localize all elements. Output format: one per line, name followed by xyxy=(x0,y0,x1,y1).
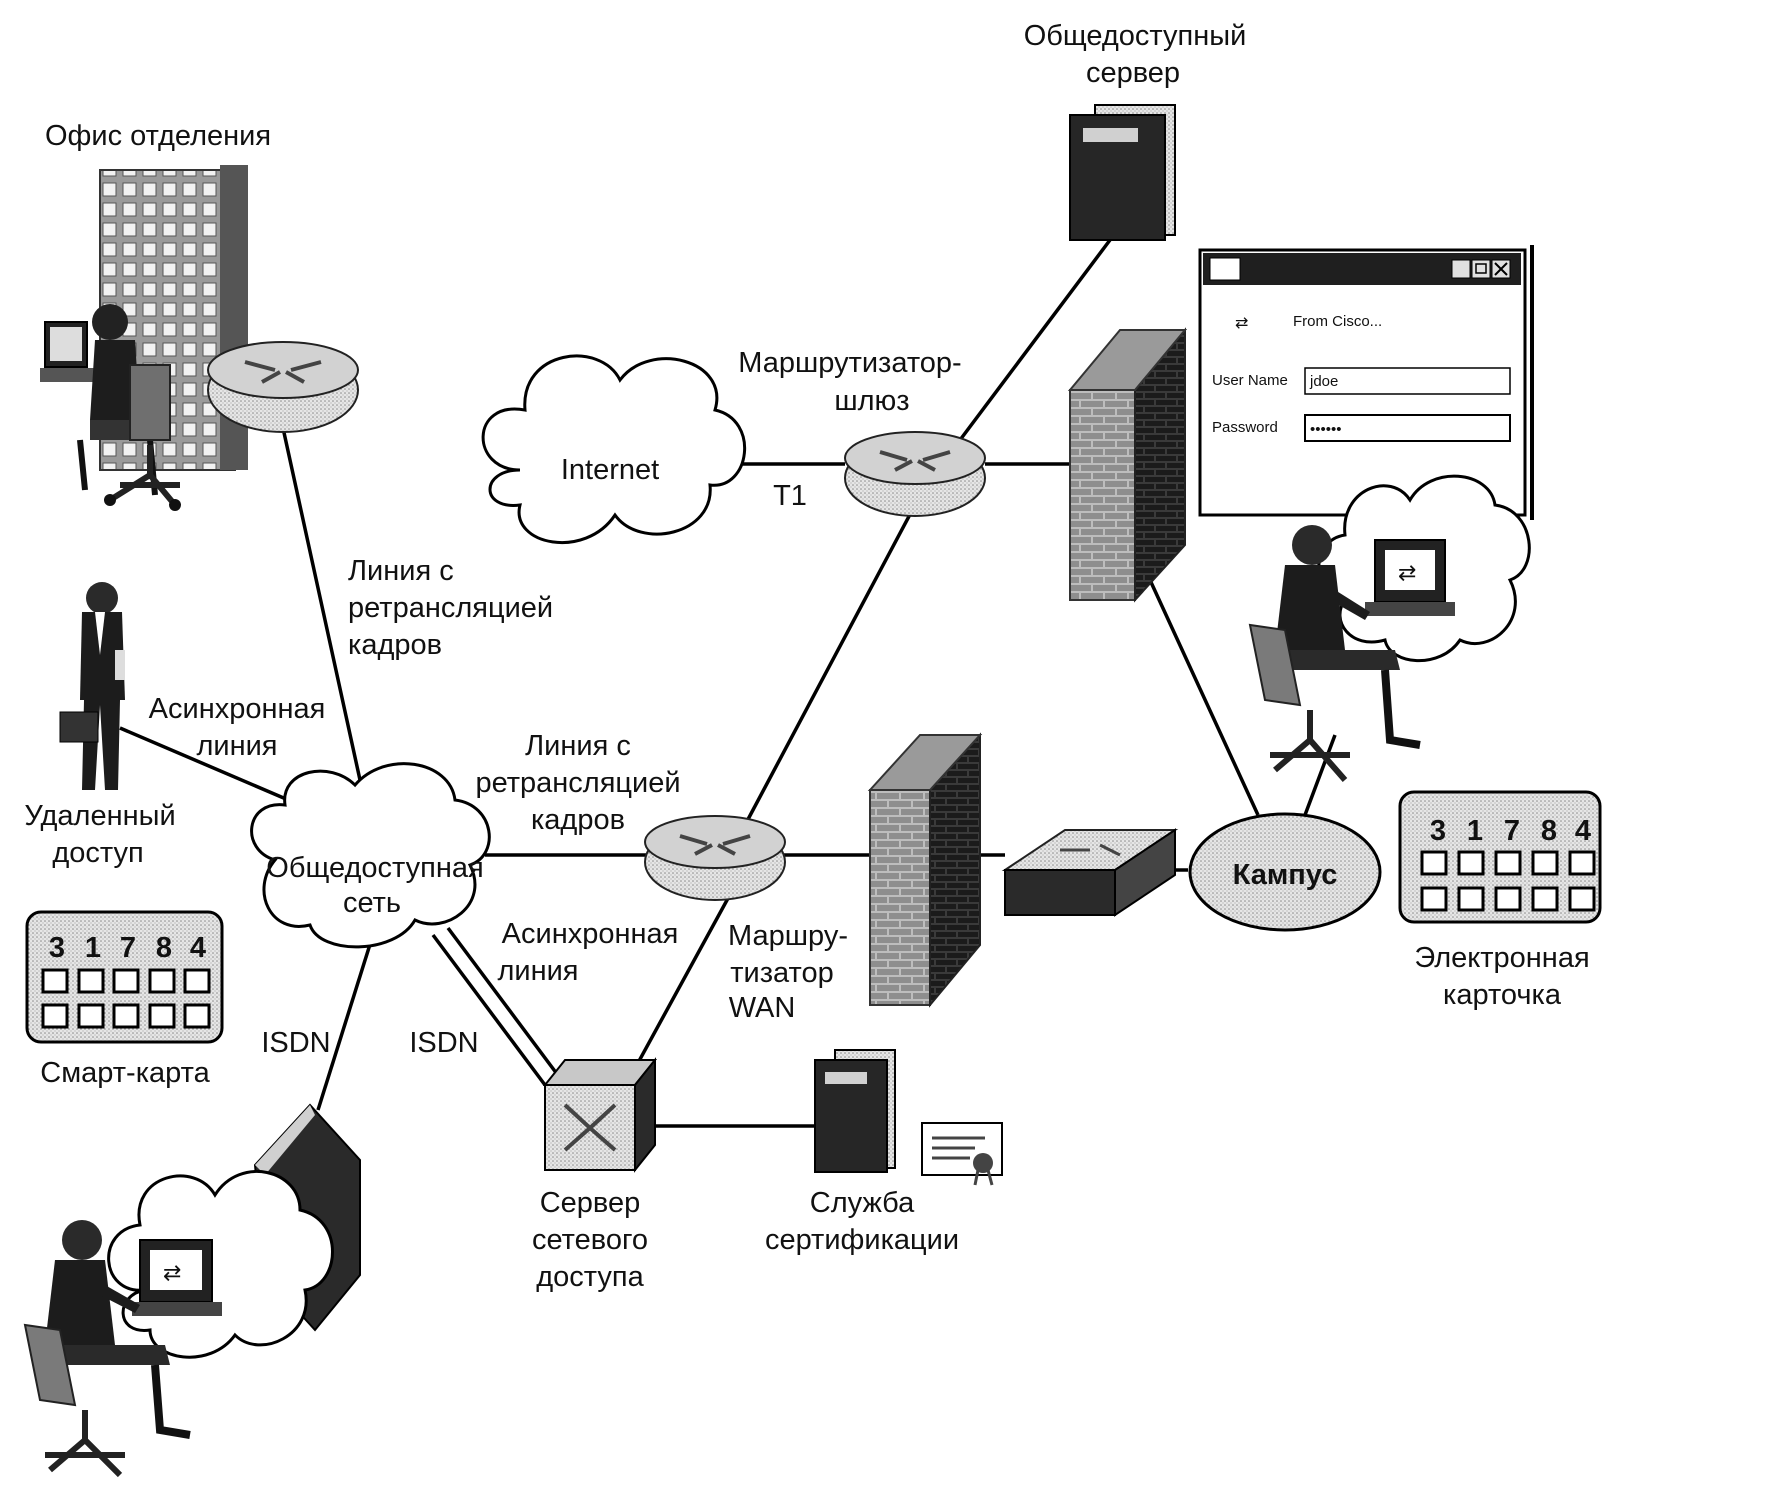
frame-relay-2-label-1: Линия с xyxy=(525,730,631,762)
public-server-label-1: Общедоступный xyxy=(1024,20,1247,52)
login-password-field[interactable] xyxy=(1304,414,1511,442)
firewall-bottom xyxy=(867,732,983,1008)
cert-server xyxy=(814,1049,896,1173)
login-user-value: jdoe xyxy=(1309,373,1338,390)
frame-relay-1-label-2: ретрансляцией xyxy=(348,592,553,624)
link-public-network-isdn-user xyxy=(316,937,374,1111)
login-window: ⇄ From Cisco... User Name jdoe Password … xyxy=(1198,245,1534,520)
campus-ellipse: Кампус xyxy=(1188,812,1382,932)
link-public-network-nas-1 xyxy=(431,933,547,1087)
link-public-network-nas-2 xyxy=(446,926,562,1080)
gateway-router-label-1: Маршрутизатор- xyxy=(738,347,961,379)
link-remote-public-network xyxy=(119,726,301,807)
network-access-server xyxy=(542,1057,658,1173)
smart-card-label: Смарт-карта xyxy=(40,1057,210,1089)
wan-router xyxy=(644,815,786,901)
login-password-label: Password xyxy=(1212,419,1278,436)
briefcase-icon xyxy=(59,711,99,743)
cert-service-label-2: сертификации xyxy=(765,1224,959,1256)
public-network-cloud: Общедоступная сеть xyxy=(250,762,491,949)
wan-router-label-1: Маршру- xyxy=(728,920,848,952)
isdn-user xyxy=(23,1220,191,1478)
isdn-user-cloud: ⇄ xyxy=(107,1170,334,1359)
link-gateway-public-server xyxy=(958,238,1112,442)
token-card-label-2: карточка xyxy=(1443,979,1562,1011)
internet-label: Internet xyxy=(561,454,659,486)
login-user-label: User Name xyxy=(1212,372,1288,389)
link-firewall-top-campus xyxy=(1148,579,1260,816)
gateway-router-label-2: шлюз xyxy=(834,385,909,417)
isdn-1-label: ISDN xyxy=(261,1027,330,1059)
remote-access-label-2: доступ xyxy=(52,837,143,869)
wan-router-label-2: тизатор xyxy=(730,957,833,989)
smart-card-digit-1: 3 xyxy=(49,932,65,964)
frame-relay-2-label-3: кадров xyxy=(531,804,625,836)
smart-card-digit-4: 8 xyxy=(156,932,172,964)
certificate-icon xyxy=(921,1122,1003,1186)
cisco-screen-icon-2: ⇄ xyxy=(163,1260,181,1285)
login-password-value: •••••• xyxy=(1310,421,1342,438)
isdn-2-label: ISDN xyxy=(409,1027,478,1059)
nas-label-1: Сервер xyxy=(540,1187,641,1219)
token-card-digit-1: 3 xyxy=(1430,815,1446,847)
login-from-text: From Cisco... xyxy=(1293,313,1382,330)
campus-label: Кампус xyxy=(1233,859,1338,891)
public-network-label-1: Общедоступная xyxy=(266,852,483,884)
firewall-top xyxy=(1067,327,1188,603)
smart-card-digit-3: 7 xyxy=(120,932,136,964)
branch-office-label: Офис отделения xyxy=(45,120,271,152)
link-wan-router-nas xyxy=(631,879,740,1073)
public-server-label-2: сервер xyxy=(1086,57,1180,89)
token-card-label-1: Электронная xyxy=(1414,942,1589,974)
link-campus-user xyxy=(1303,734,1337,816)
cisco-logo-icon: ⇄ xyxy=(1235,315,1248,332)
internet-cloud: Internet xyxy=(481,354,747,545)
window-maximize-button[interactable] xyxy=(1471,259,1491,279)
nas-label-2: сетевого xyxy=(532,1224,648,1256)
smart-card-digit-2: 1 xyxy=(85,932,101,964)
frame-relay-2-label-2: ретрансляцией xyxy=(475,767,680,799)
public-server xyxy=(1069,104,1176,241)
link-branch-public-network xyxy=(281,427,362,781)
public-network-label-2: сеть xyxy=(343,887,401,919)
frame-relay-1-label-3: кадров xyxy=(348,629,442,661)
frame-relay-1-label-1: Линия с xyxy=(348,555,454,587)
async-line-1-label-2: линия xyxy=(196,730,277,762)
t1-label: T1 xyxy=(773,480,807,512)
login-user-field[interactable] xyxy=(1304,367,1511,395)
campus-switch xyxy=(1001,828,1179,917)
link-gateway-wan-router xyxy=(743,504,917,826)
remote-access-label-1: Удаленный xyxy=(24,800,175,832)
cert-service-label-1: Служба xyxy=(810,1187,915,1219)
token-card-digit-4: 8 xyxy=(1541,815,1557,847)
branch-router xyxy=(207,341,359,433)
token-card-keys xyxy=(1420,850,1596,912)
token-card-digit-3: 7 xyxy=(1504,815,1520,847)
campus-user xyxy=(1248,525,1421,782)
connection-lines xyxy=(119,238,1337,1128)
async-line-2-label-2: линия xyxy=(497,955,578,987)
async-line-1-label-1: Асинхронная xyxy=(149,693,326,725)
remote-access-person xyxy=(59,582,125,790)
cisco-screen-icon: ⇄ xyxy=(1398,560,1416,585)
smart-card-left: 3 1 7 8 4 xyxy=(25,910,224,1044)
branch-office-worker xyxy=(40,304,181,511)
async-line-2-label-1: Асинхронная xyxy=(502,918,679,950)
token-card-digit-5: 4 xyxy=(1575,815,1591,847)
smart-card-digit-5: 4 xyxy=(190,932,206,964)
wan-router-label-3: WAN xyxy=(729,992,796,1024)
token-card-digit-2: 1 xyxy=(1467,815,1483,847)
nas-label-3: доступа xyxy=(536,1261,644,1293)
token-card-right: 3 1 7 8 4 xyxy=(1398,790,1602,924)
gateway-router xyxy=(844,431,986,517)
campus-user-cloud: ⇄ xyxy=(1317,474,1531,663)
smart-card-keys xyxy=(41,968,211,1029)
window-minimize-button[interactable] xyxy=(1451,259,1471,279)
